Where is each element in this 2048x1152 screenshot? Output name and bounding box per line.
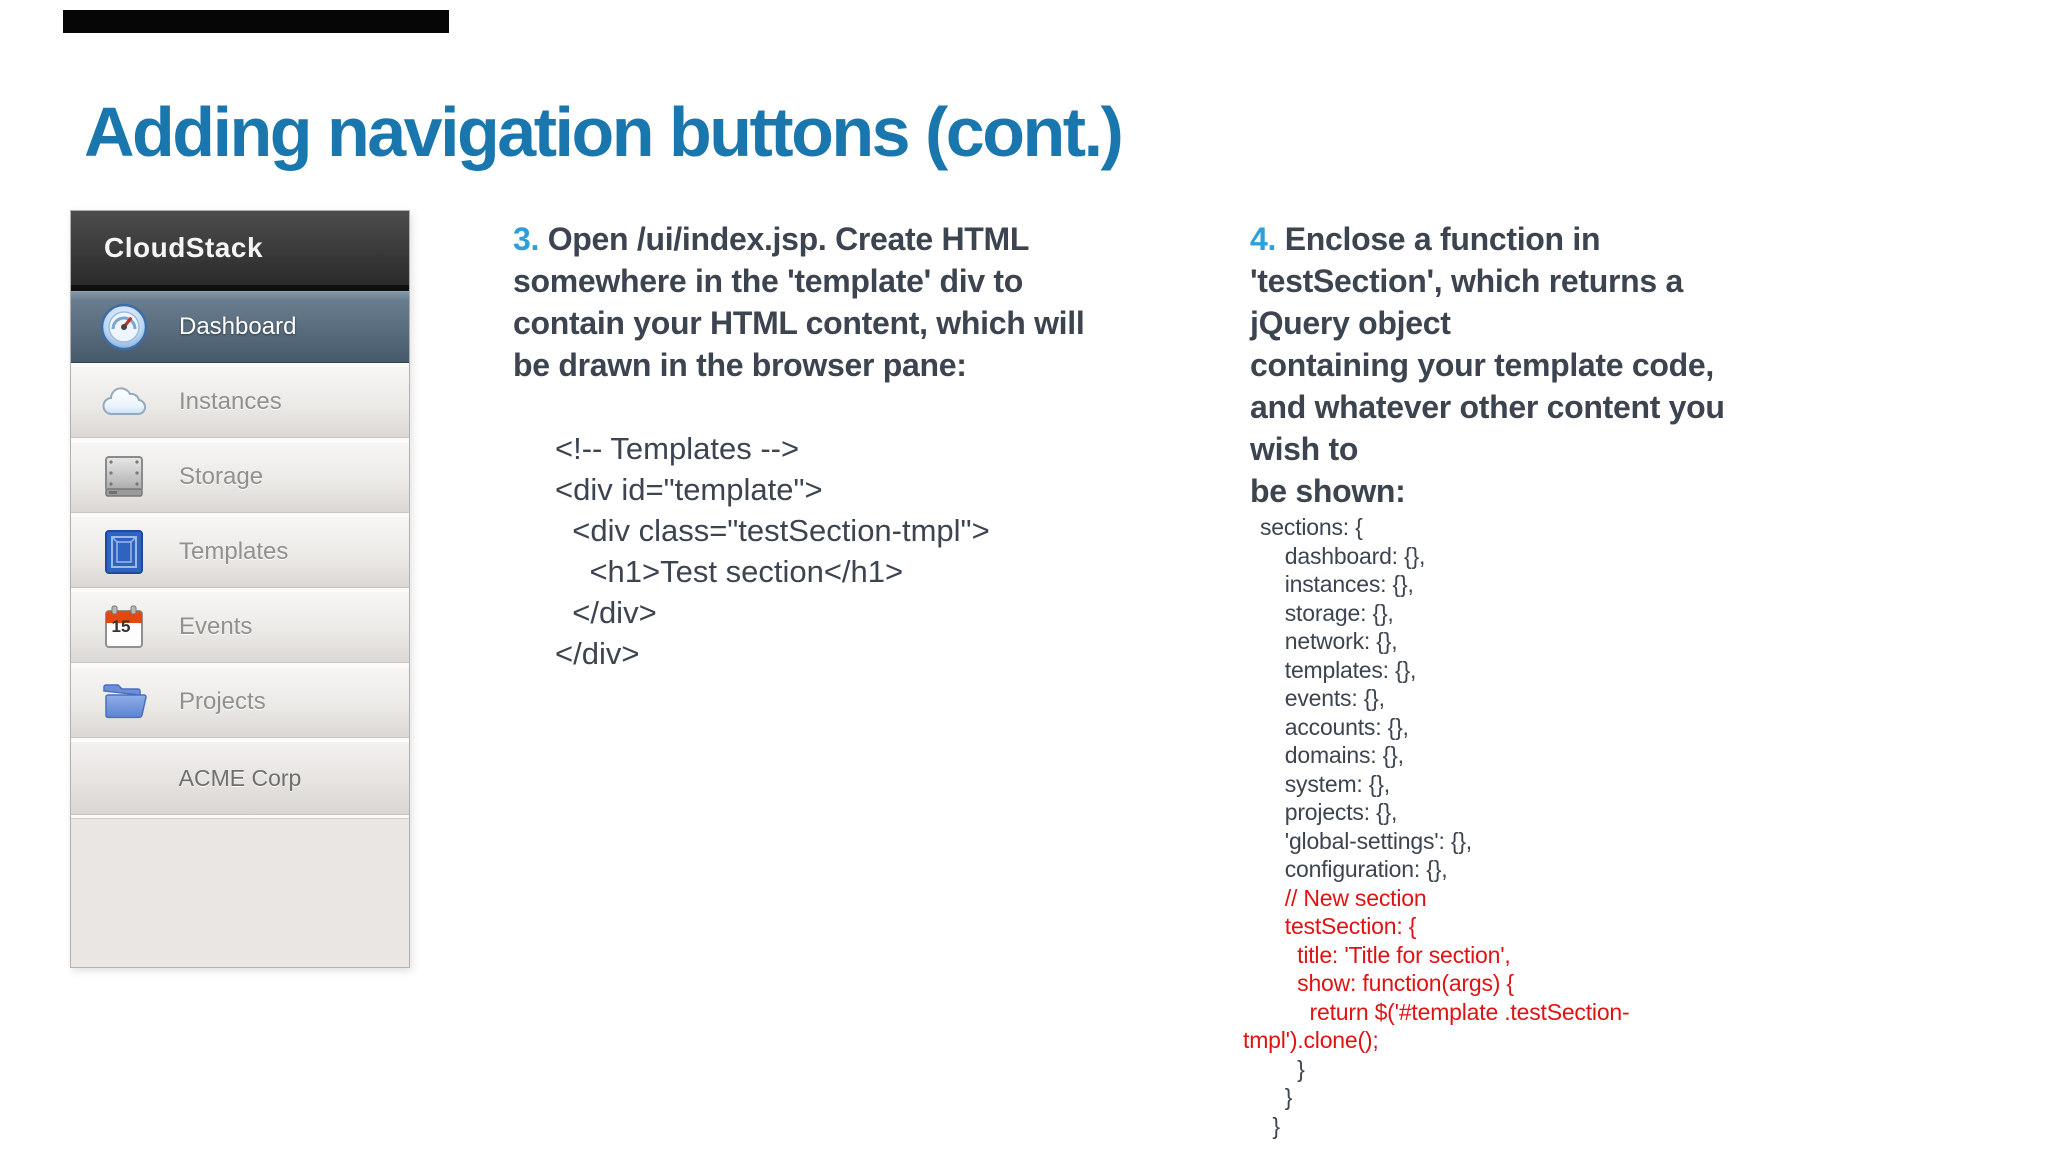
code-line: tmpl').clone();	[1243, 1027, 1379, 1053]
code-line: show: function(args) {	[1260, 970, 1514, 996]
code-line: templates: {},	[1260, 656, 1417, 683]
step3-number: 3.	[513, 221, 540, 257]
sidebar-item-instances[interactable]: Instances	[71, 366, 409, 438]
code-line: instances: {},	[1260, 571, 1414, 597]
sidebar-item-label: Projects	[179, 688, 266, 715]
step4-heading-text: Enclose a function in 'testSection', whi…	[1250, 221, 1725, 509]
code-line: }	[1260, 1112, 1280, 1139]
code-line: projects: {},	[1260, 799, 1398, 825]
sidebar-header: CloudStack	[71, 211, 409, 291]
code-line: sections: {	[1260, 514, 1363, 540]
calendar-icon: 15	[99, 601, 149, 653]
code-line: dashboard: {},	[1260, 542, 1426, 569]
step4-heading: 4. Enclose a function in 'testSection', …	[1250, 218, 1810, 512]
template-icon	[99, 526, 149, 578]
gauge-icon	[99, 301, 149, 353]
code-line: testSection: {	[1260, 913, 1417, 939]
sidebar-item-label: Templates	[179, 538, 289, 565]
sidebar-item-label: Events	[179, 613, 253, 640]
step4-code-block: sections: { dashboard: {}, instances: {}…	[1243, 513, 1630, 1140]
sidebar-item-storage[interactable]: Storage	[71, 441, 409, 513]
code-line: }	[1260, 1084, 1293, 1110]
sidebar-item-label: Instances	[179, 388, 282, 415]
code-line: title: 'Title for section',	[1260, 941, 1511, 968]
code-line: return $('#template .testSection-	[1260, 998, 1630, 1025]
disk-icon	[99, 451, 149, 503]
code-line: configuration: {},	[1260, 856, 1448, 882]
code-line: network: {},	[1260, 628, 1398, 654]
cloud-icon	[99, 376, 149, 428]
code-line: system: {},	[1260, 770, 1390, 797]
folder-icon	[99, 676, 149, 728]
code-line: accounts: {},	[1260, 713, 1409, 740]
sidebar-item-projects[interactable]: Projects	[71, 666, 409, 738]
step4-number: 4.	[1250, 221, 1277, 257]
calendar-day-badge: 15	[111, 617, 131, 636]
sidebar-item-events[interactable]: 15 Events	[71, 591, 409, 663]
sidebar-item-label: Storage	[179, 463, 264, 490]
sidebar-item-templates[interactable]: Templates	[71, 516, 409, 588]
step3-heading-text: Open /ui/index.jsp. Create HTML somewher…	[513, 221, 1085, 383]
code-line: events: {},	[1260, 685, 1385, 711]
code-line: domains: {},	[1260, 742, 1404, 768]
account-name: ACME Corp	[178, 764, 302, 791]
step3-heading: 3. Open /ui/index.jsp. Create HTML somew…	[513, 218, 1193, 386]
step3-code-block: <!-- Templates --> <div id="template"> <…	[555, 431, 990, 671]
sidebar-item-dashboard[interactable]: Dashboard	[71, 291, 409, 363]
code-line: // New section	[1260, 884, 1427, 911]
sidebar-item-account[interactable]: ACME Corp	[71, 741, 409, 815]
sidebar-footer	[71, 818, 409, 967]
code-line: 'global-settings': {},	[1260, 827, 1472, 854]
sidebar-item-label: Dashboard	[179, 313, 297, 340]
code-line: storage: {},	[1260, 599, 1394, 626]
cloudstack-logo: CloudStack	[104, 232, 264, 263]
code-line: }	[1260, 1055, 1305, 1082]
page-title: Adding navigation buttons (cont.)	[84, 93, 1124, 171]
top-black-bar	[63, 10, 449, 33]
